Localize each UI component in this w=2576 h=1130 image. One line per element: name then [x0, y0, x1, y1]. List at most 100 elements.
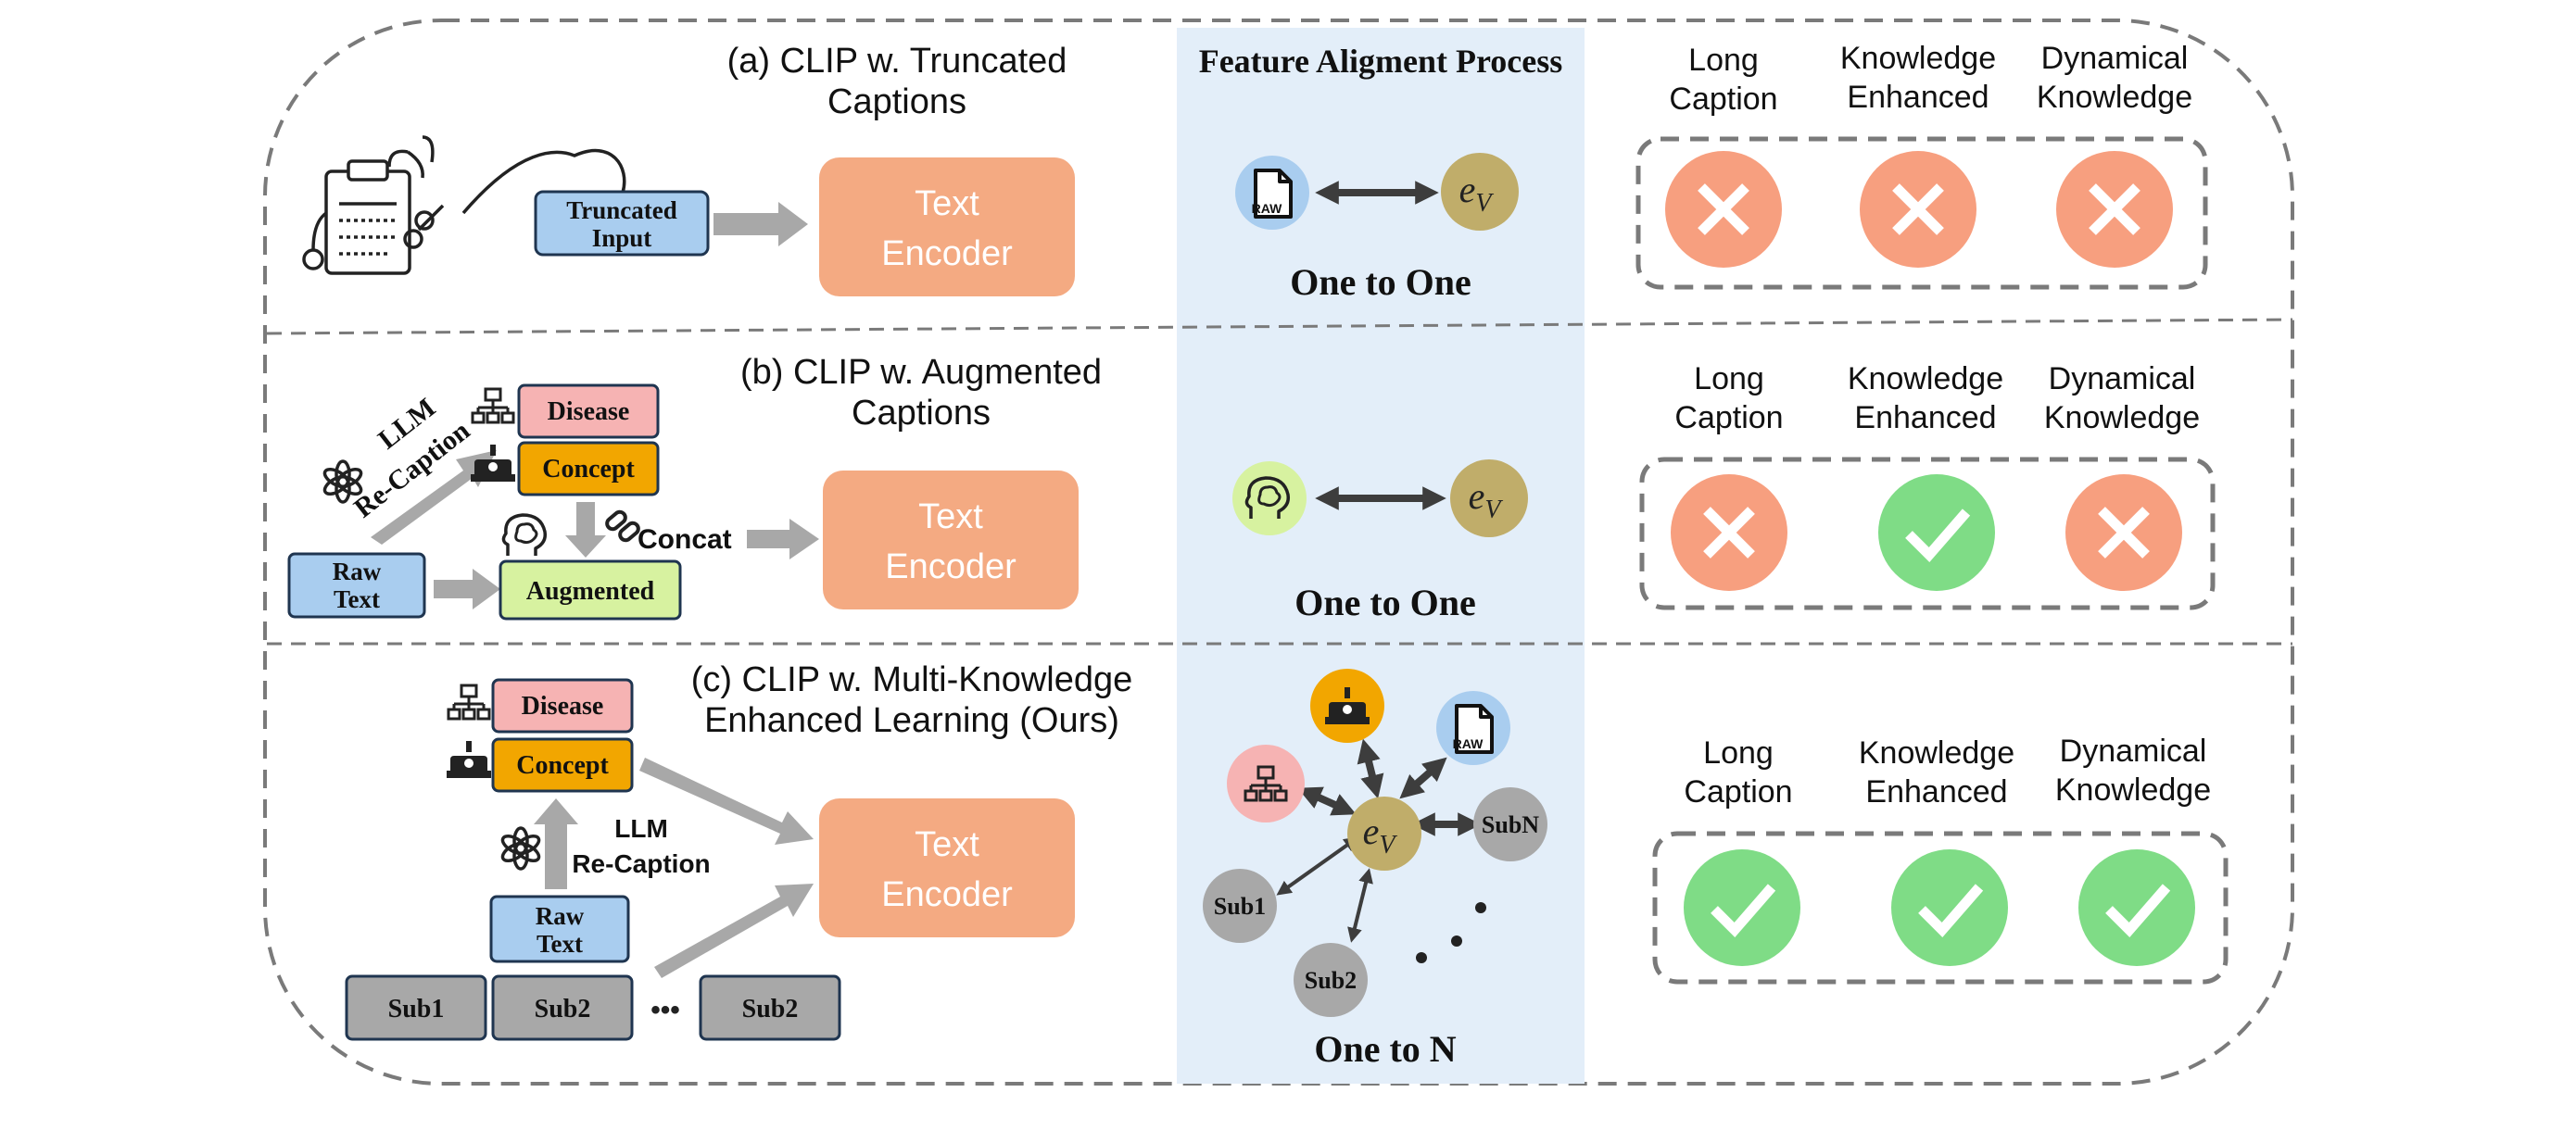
criterion-caption-c: Caption — [1684, 774, 1792, 810]
criterion-dynamical-c: Dynamical — [2060, 734, 2207, 769]
ev-node-a — [1441, 153, 1519, 231]
check-icon — [2105, 884, 2171, 938]
row-b: (b) CLIP w. Augmented Captions LLM Re-Ca… — [287, 353, 2216, 623]
criterion-dyn-knowledge-b: Knowledge — [2044, 400, 2200, 435]
sub-box-1 — [345, 974, 487, 1041]
text-encoder-c-line1: Text — [915, 825, 979, 864]
criterion-long-a: Long — [1688, 43, 1759, 78]
node-subn-label: SubN — [1482, 811, 1539, 838]
svg-text:RAW: RAW — [1453, 736, 1484, 751]
raw-text-line1-c: Raw — [536, 902, 585, 930]
criterion-enhanced-b: Enhanced — [1854, 400, 1996, 435]
node-raw-icon: RAW — [1434, 689, 1512, 767]
text-encoder-b-line1: Text — [918, 497, 983, 536]
arrow-subs-to-encoder-c — [654, 884, 814, 978]
status-row-c — [1684, 849, 2195, 966]
criteria-box-a — [1635, 136, 2208, 290]
arrow-input-to-encoder-a — [713, 202, 808, 246]
clipboard-scissors-icon — [302, 135, 445, 275]
ellipsis-dot-3 — [1475, 902, 1486, 913]
text-encoder-a-line2: Encoder — [881, 234, 1013, 273]
sub-box-3-label: Sub2 — [742, 995, 799, 1023]
row-a-title-line2: Captions — [827, 82, 966, 121]
arrow-raw-to-augmented-b — [434, 569, 500, 609]
mapping-label-a: One to One — [1290, 261, 1471, 303]
criterion-dynamical-b: Dynamical — [2049, 361, 2196, 396]
concept-label-b: Concept — [542, 455, 635, 483]
status-row-a — [1665, 151, 2173, 268]
raw-text-line2-b: Text — [334, 585, 380, 613]
link-icon-b — [605, 509, 640, 543]
row-a-title-line1: (a) CLIP w. Truncated — [727, 42, 1067, 81]
criterion-enhanced-a: Enhanced — [1847, 80, 1989, 115]
augmented-box-b — [499, 559, 682, 621]
criterion-caption-a: Caption — [1669, 82, 1777, 117]
arrow-to-encoder-b — [747, 519, 819, 559]
node-sub1-label: Sub1 — [1214, 893, 1266, 920]
edge-ev-raw — [1399, 757, 1447, 799]
disease-label-b: Disease — [548, 397, 630, 426]
cross-icon — [2098, 507, 2150, 559]
sub-ellipsis: ••• — [650, 995, 680, 1025]
row-separator-1 — [266, 318, 2293, 335]
disease-box-c — [491, 678, 634, 734]
criterion-knowledge-b: Knowledge — [1848, 361, 2003, 396]
raw-text-line2-c: Text — [537, 930, 583, 958]
cross-icon — [1892, 183, 1944, 235]
disease-label-c: Disease — [522, 692, 604, 721]
recaption-label-c: Re-Caption — [572, 849, 710, 878]
concept-box-b — [517, 441, 660, 496]
status-long-caption-check-circle — [1684, 849, 1800, 966]
criteria-box-b — [1639, 457, 2216, 610]
text-encoder-b-line2: Encoder — [885, 547, 1017, 586]
mapping-label-b: One to One — [1294, 582, 1476, 623]
concept-label-c: Concept — [516, 751, 609, 780]
raw-file-icon-a: RAW — [1233, 154, 1311, 232]
cross-icon — [2089, 183, 2140, 235]
row-c-title-line1: (c) CLIP w. Multi-Knowledge — [691, 660, 1133, 699]
edge-ev-sub1 — [1276, 836, 1359, 896]
node-sub2-label: Sub2 — [1305, 967, 1357, 994]
sub-box-3 — [699, 974, 841, 1041]
criteria-box-c — [1652, 831, 2229, 985]
truncation-curve — [461, 148, 626, 215]
ev-node-b — [1450, 459, 1528, 537]
node-scan-icon — [1310, 669, 1384, 743]
ev-label-a: eV — [1459, 169, 1495, 218]
criterion-enhanced-c: Enhanced — [1865, 774, 2007, 810]
scan-icon-c — [447, 741, 491, 778]
tree-icon-c — [447, 684, 491, 721]
scan-icon-b — [471, 445, 515, 482]
text-encoder-b — [823, 471, 1079, 609]
criterion-knowledge-c: Knowledge — [1859, 735, 2014, 771]
row-a: (a) CLIP w. Truncated Captions Truncated… — [302, 41, 2208, 303]
concept-box-c — [491, 737, 634, 793]
status-knowledge-enhanced-check-circle — [1891, 849, 2008, 966]
node-sub1 — [1203, 869, 1277, 943]
ev-label-b: eV — [1469, 475, 1504, 524]
node-sub2 — [1294, 943, 1368, 1017]
check-icon — [1905, 508, 1971, 563]
arrow-llm-recaption-b — [371, 450, 497, 545]
knowledge-head-icon-b — [1232, 461, 1307, 535]
truncated-input-box — [534, 190, 710, 257]
raw-text-box-b — [287, 552, 426, 619]
criterion-long-b: Long — [1694, 361, 1764, 396]
sub-box-2-label: Sub2 — [535, 995, 591, 1023]
mapping-label-c: One to N — [1314, 1028, 1456, 1070]
criterion-caption-b: Caption — [1674, 400, 1783, 435]
ev-label-c: eV — [1363, 810, 1398, 860]
criterion-knowledge-a: Knowledge — [1840, 41, 1996, 76]
ev-node-c — [1347, 797, 1421, 871]
sub-box-2 — [491, 974, 634, 1041]
arrow-raw-up-c — [534, 798, 578, 889]
row-b-title-line2: Captions — [852, 394, 991, 433]
row-c: (c) CLIP w. Multi-Knowledge Enhanced Lea… — [345, 660, 2229, 1070]
status-knowledge-enhanced-check-circle — [1878, 474, 1995, 591]
openai-icon-c — [498, 826, 544, 871]
cross-icon — [1698, 183, 1749, 235]
edge-ev-sub2 — [1347, 868, 1373, 943]
text-encoder-a — [819, 157, 1075, 296]
llm-label-c: LLM — [614, 814, 668, 843]
alignment-header: Feature Aligment Process — [1199, 43, 1563, 80]
